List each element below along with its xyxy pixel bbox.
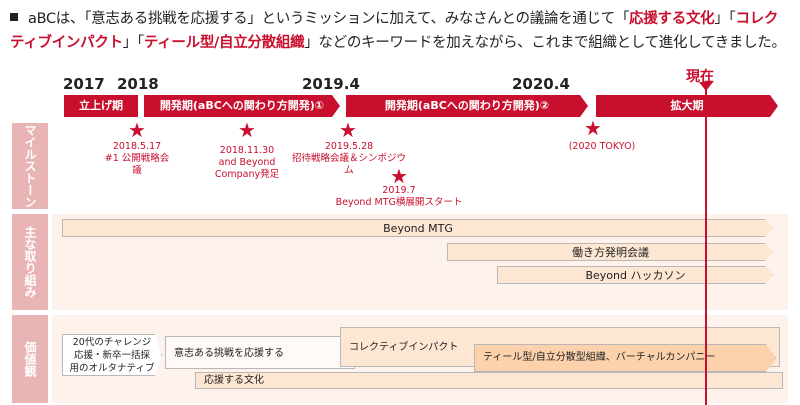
intro-seg: aBCは、「意志ある挑戦を応援する」というミッションに加えて、みなさんとの議論を… (28, 11, 630, 27)
milestone-2019-7: 2019.7 Beyond MTG横展開スタート (335, 185, 463, 208)
phase-startup: 立上げ期 (64, 95, 138, 117)
intro-seg: 」などのキーワードを加えながら、これまで組織として進化してきました。 (304, 35, 786, 51)
milestone-2018-5-17: 2018.5.17 #1 公開戦略会議 (104, 141, 170, 176)
phase-dev-1: 開発期(aBCへの関わり方開発)① (144, 95, 340, 117)
star-icon: ★ (128, 118, 146, 142)
phase-expansion: 拡大期 (596, 95, 778, 117)
milestone-2018-11-30: 2018.11.30 and Beyond Company発足 (214, 145, 280, 180)
row-label-text: 価値観 (23, 341, 37, 377)
row-label-activities: 主な取り組み (12, 214, 48, 310)
row-label-milestones: マイルストーン (12, 123, 48, 209)
value-ouen-bunka: 応援する文化 (195, 372, 783, 389)
year-2018: 2018 (117, 75, 159, 93)
value-teal-organization: ティール型/自立分散型組織、バーチャルカンパニー (474, 344, 776, 372)
year-2017: 2017 (63, 75, 105, 93)
row-label-values: 価値観 (12, 315, 48, 403)
intro-text: aBCは、「意志ある挑戦を応援する」というミッションに加えて、みなさんとの議論を… (10, 7, 790, 55)
milestone-2020-tokyo: (2020 TOKYO) (568, 141, 636, 152)
row-label-text: マイルストーン (23, 124, 37, 208)
now-line (705, 90, 707, 405)
star-icon: ★ (339, 118, 357, 142)
activity-hackathon: Beyond ハッカソン (497, 266, 774, 284)
intro-seg: 」「 (714, 11, 736, 27)
activity-beyond-mtg: Beyond MTG (62, 219, 774, 237)
now-arrow-icon (699, 82, 713, 91)
now-label: 現在 (686, 69, 714, 85)
value-ishi-aru-chosen: 意志ある挑戦を応援する (165, 336, 355, 369)
bullet-square-icon (10, 13, 18, 21)
star-icon: ★ (238, 118, 256, 142)
row-label-text: 主な取り組み (23, 226, 37, 298)
phase-dev-2: 開発期(aBCへの関わり方開発)② (346, 95, 588, 117)
value-20s-challenge: 20代のチャレンジ 応援・新卒一括採 用のオルタナティブ (62, 334, 162, 376)
intro-seg: 」「 (122, 35, 144, 51)
milestone-2019-5-28: 2019.5.28 招待戦略会議＆シンポジウム (291, 141, 406, 176)
year-2020-4: 2020.4 (512, 75, 570, 93)
keyword-collective-impact: コレクティブインパクト (10, 11, 779, 51)
star-icon: ★ (390, 164, 408, 188)
star-icon: ★ (584, 116, 602, 140)
keyword-ouen-bunka: 応援する文化 (629, 11, 715, 27)
activity-hatarakikata: 働き方発明会議 (447, 243, 774, 261)
keyword-teal: ティール型/自立分散組織 (143, 35, 305, 51)
year-2019-4: 2019.4 (302, 75, 360, 93)
